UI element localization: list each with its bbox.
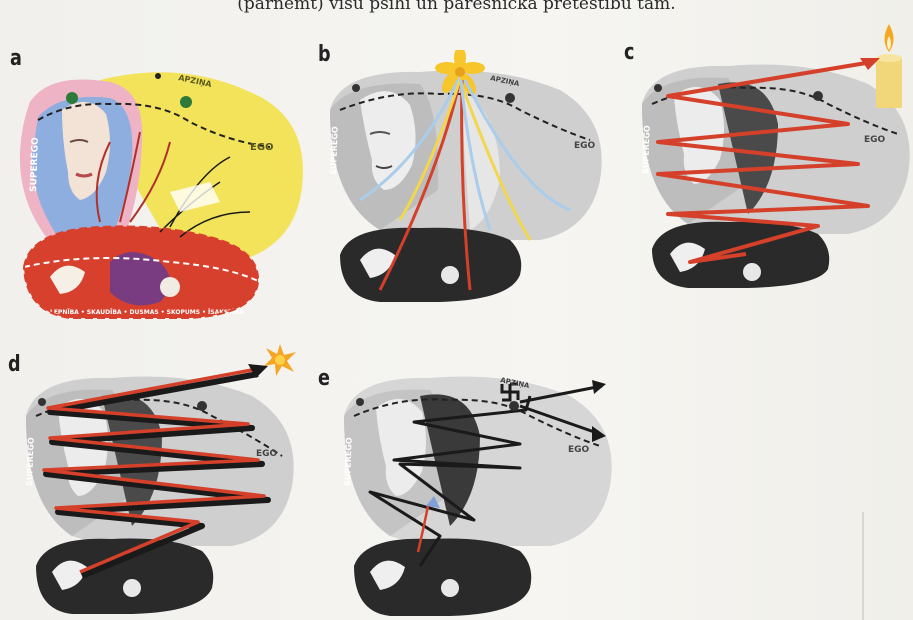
panel-e-diagram: SUPEREGO EGO APZIŅA [330,356,620,620]
label-superego-d: SUPEREGO [25,437,36,486]
panel-label-e: e [318,366,330,391]
label-ego-e: EGO [568,445,590,455]
panel-c-diagram: SUPEREGO EGO [628,14,913,289]
label-ego-c: EGO [864,135,886,145]
label-superego: SUPEREGO [29,137,41,192]
starburst-icon [264,344,296,376]
label-ego: EGO [250,142,274,153]
page-edge-line [862,512,864,620]
caption-text: (parnemt) visu psihi un paresnička prete… [0,0,913,14]
candle-icon [876,24,902,108]
label-ego-d: EGO [256,449,278,459]
label-bottom-words: LEPNĪBA • SKAUDĪBA • DUSMAS • SKOPUMS • … [50,309,244,316]
label-superego-b: SUPEREGO [329,126,340,175]
label-ego-b: EGO [574,141,596,151]
label-superego-e: SUPEREGO [343,437,354,486]
panel-d-diagram: SUPEREGO EGO [12,336,312,620]
panel-a-diagram: SUPEREGO EGO APZIŅA LEPNĪBA • SKAUDĪBA •… [10,62,310,322]
panel-b-diagram: SUPEREGO EGO APZIŅA [320,50,610,305]
label-superego-c: SUPEREGO [641,125,652,174]
